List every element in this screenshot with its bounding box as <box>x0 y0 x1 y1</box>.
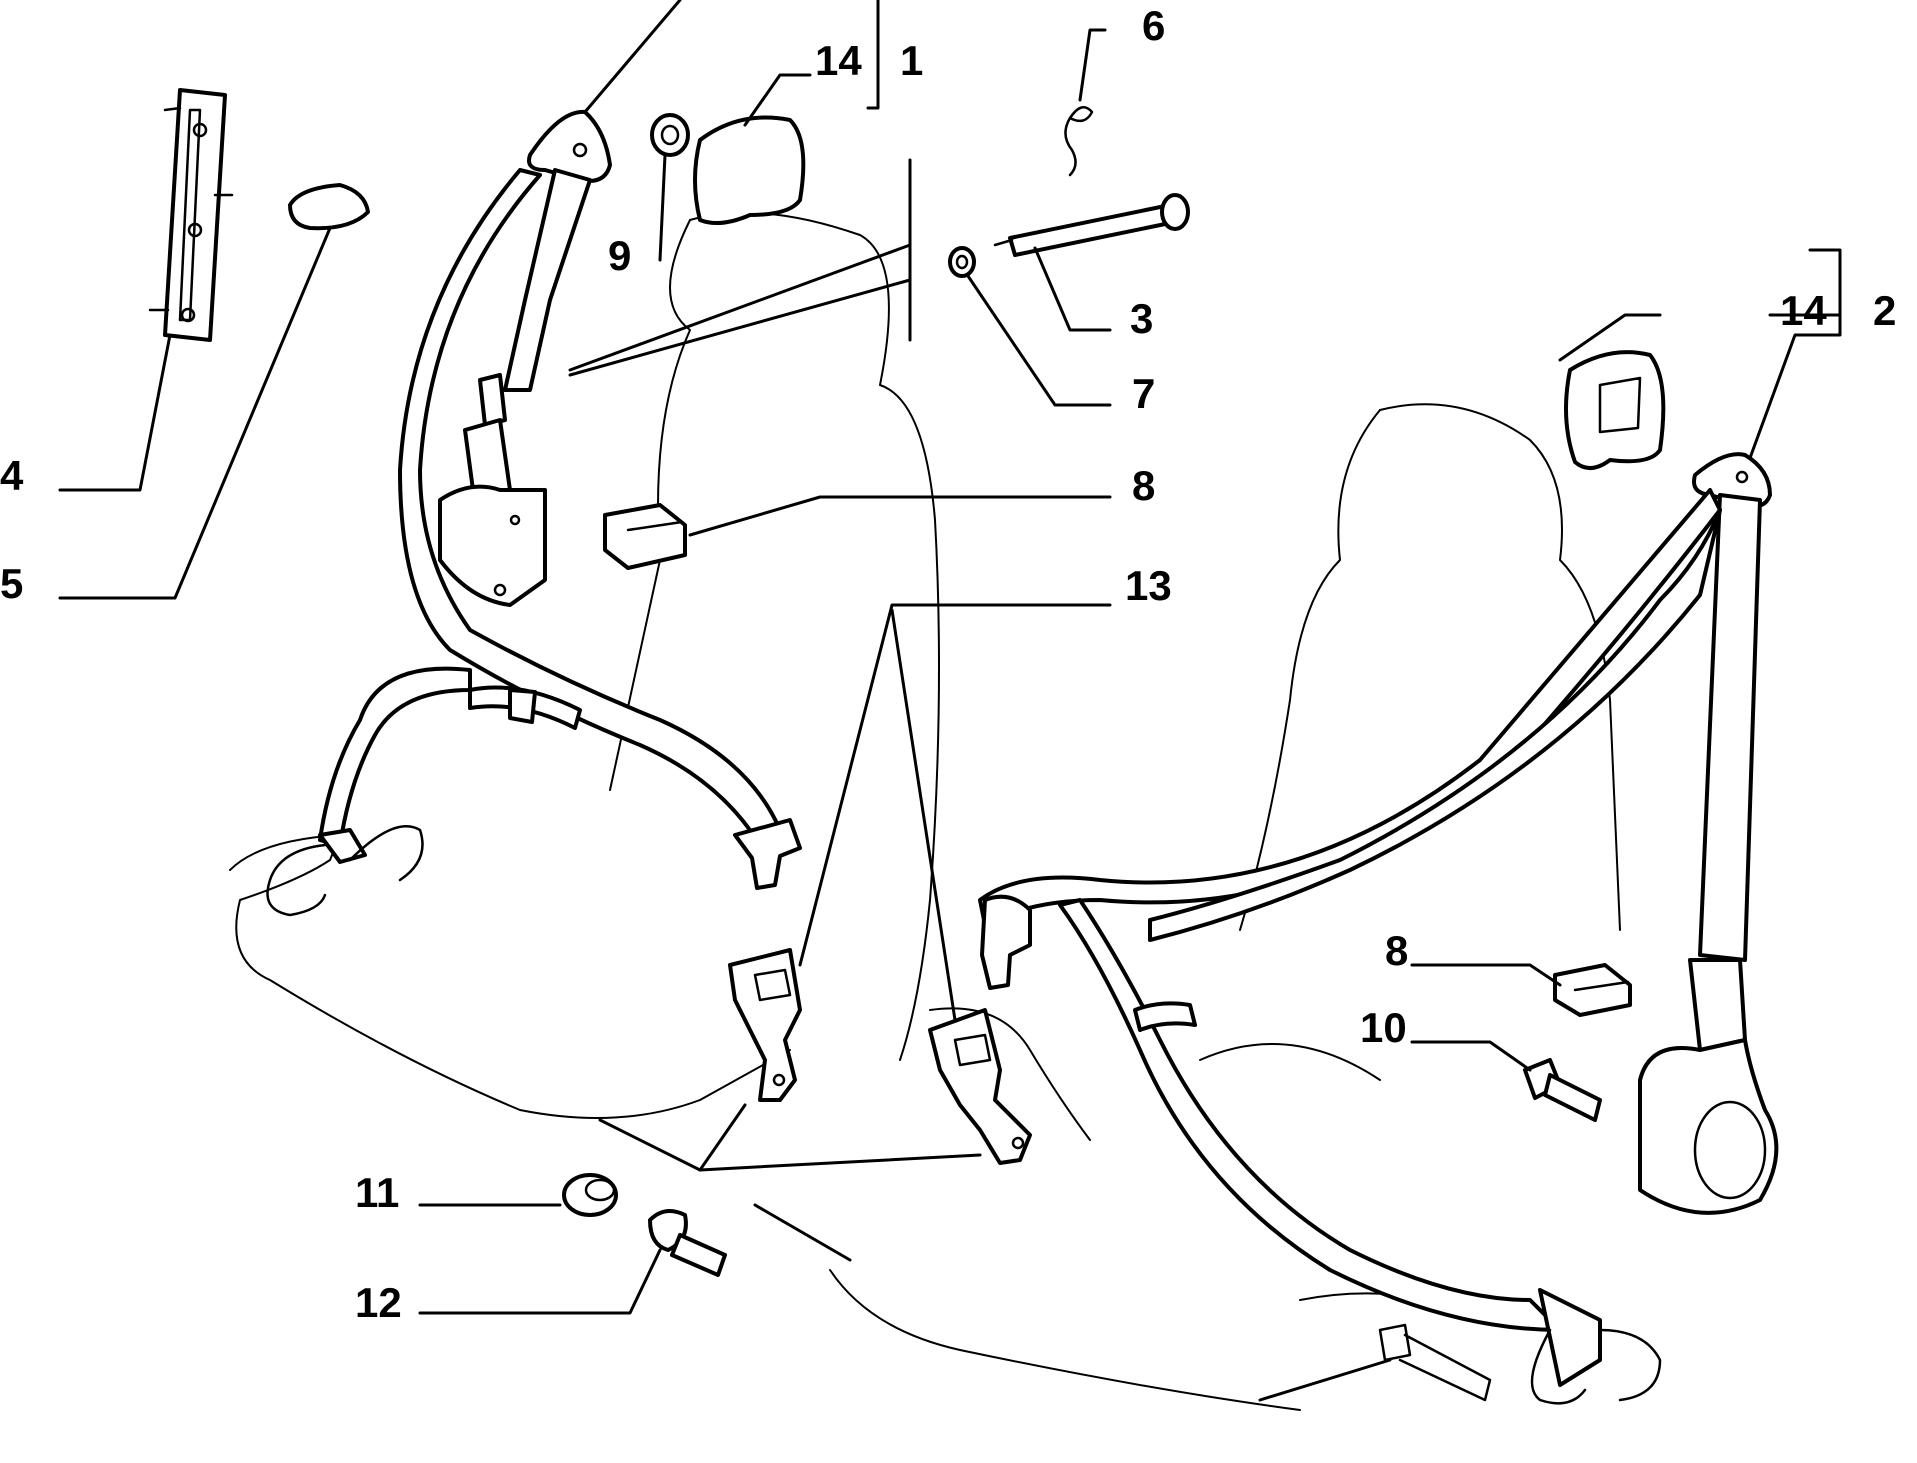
lap-belt-tongue <box>733 818 802 890</box>
callout-13: 13 <box>1125 562 1172 609</box>
part-7-washer <box>948 246 976 278</box>
part-4-height-adjuster-rail <box>148 88 234 342</box>
rear-floor-hook-right <box>1598 1328 1662 1402</box>
callout-6: 6 <box>1142 2 1165 49</box>
part-6-clip <box>1064 105 1094 177</box>
callout-4: 4 <box>0 452 24 499</box>
rear-belt-lower-webbing <box>1148 508 1722 942</box>
part-14-anchor-cover-front <box>693 115 806 226</box>
rear-belt-assembly <box>978 452 1779 1405</box>
part-5-cover-cap <box>288 183 370 231</box>
upper-anchor-plate <box>527 109 612 183</box>
belt-guide <box>508 688 537 724</box>
rear-retractor-housing <box>1638 1038 1779 1215</box>
floor-bolt-shank <box>1398 1333 1492 1402</box>
rear-shoulder-strap <box>1698 493 1762 962</box>
callout-1: 1 <box>900 37 923 84</box>
callout-8-front: 8 <box>1132 462 1155 509</box>
rear-lap-anchor-clip <box>1538 1288 1602 1387</box>
rear-retractor-drum <box>1693 1100 1767 1200</box>
part-8-bumper-rear <box>1553 963 1632 1017</box>
part-13-buckle-right <box>928 1008 1032 1165</box>
rear-retractor-body <box>1688 958 1747 1052</box>
rear-floor-hook <box>1530 1328 1587 1405</box>
part-9-nut <box>650 113 690 157</box>
lap-belt-loop <box>318 666 472 847</box>
part-14-anchor-cover-rear <box>1564 350 1666 470</box>
front-retractor-leader <box>568 243 912 377</box>
floor-bolt-head <box>1378 1323 1412 1362</box>
callout-3: 3 <box>1130 295 1153 342</box>
callout-9: 9 <box>608 232 631 279</box>
shoulder-strap-upper <box>503 168 592 392</box>
callout-labels: 1 2 3 4 5 6 7 8 8 9 10 11 12 13 14 14 <box>0 2 1896 1326</box>
floor-hook-right <box>348 825 424 882</box>
callout-14-rear: 14 <box>1780 287 1827 334</box>
callout-2: 2 <box>1873 287 1896 334</box>
callout-8-rear: 8 <box>1385 927 1408 974</box>
rear-belt-tongue <box>980 894 1032 990</box>
rear-anchor-hole <box>1735 470 1749 484</box>
callout-14-front: 14 <box>815 37 862 84</box>
part-12-bolt <box>648 1209 727 1277</box>
anchor-hole <box>572 142 588 158</box>
rear-belt-sleeve <box>1133 1001 1197 1032</box>
retractor-housing <box>438 484 547 607</box>
callout-11: 11 <box>355 1169 399 1216</box>
callout-7: 7 <box>1132 370 1155 417</box>
retractor-bolt-hole <box>493 583 507 597</box>
lap-anchor-clip <box>318 828 367 864</box>
part-3-pin <box>993 193 1190 257</box>
part-8-bumper-front <box>603 503 687 570</box>
callout-12: 12 <box>355 1279 402 1326</box>
retractor-pin <box>509 514 521 526</box>
retractor-top <box>478 373 507 427</box>
callout-10: 10 <box>1360 1004 1407 1051</box>
floor-hook <box>266 843 327 917</box>
front-belt-assembly <box>266 109 802 917</box>
part-10-bolt <box>1523 1058 1602 1122</box>
callout-5: 5 <box>0 560 23 607</box>
part-11-spacer-sleeve <box>562 1173 618 1217</box>
leader-lines <box>58 0 1842 1402</box>
part-13-buckle-left <box>728 948 802 1102</box>
